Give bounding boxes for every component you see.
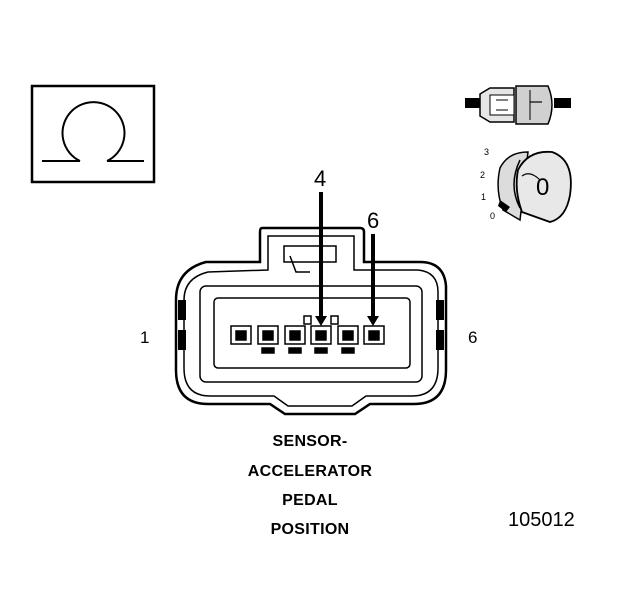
omega-icon bbox=[30, 84, 156, 184]
terminal-2 bbox=[257, 325, 279, 354]
housing-ribs bbox=[178, 300, 444, 350]
dial-lock-label: 0 bbox=[536, 174, 550, 201]
callout-line-4 bbox=[315, 192, 327, 326]
terminal-1 bbox=[230, 325, 252, 345]
terminal-3 bbox=[284, 325, 306, 354]
terminal-5 bbox=[337, 325, 359, 354]
dial-position-0: 0 bbox=[490, 211, 496, 221]
caption-line-4: POSITION bbox=[270, 521, 350, 538]
figure-number: 105012 bbox=[508, 509, 575, 531]
terminal-cavities bbox=[230, 315, 385, 354]
terminal-6 bbox=[363, 325, 385, 345]
connector-side-icon bbox=[465, 85, 571, 125]
end-label-right: 6 bbox=[468, 328, 478, 347]
callout-line-6 bbox=[367, 234, 379, 326]
callout-label-6: 6 bbox=[367, 208, 380, 233]
end-label-left: 1 bbox=[140, 328, 150, 347]
connector-housing bbox=[174, 226, 448, 416]
dial-position-2: 2 bbox=[480, 170, 486, 180]
lock-dial-icon bbox=[497, 150, 572, 223]
callout-label-4: 4 bbox=[314, 166, 327, 191]
dial-position-1: 1 bbox=[481, 192, 487, 202]
dial-position-3: 3 bbox=[484, 147, 490, 157]
caption-line-1: SENSOR- bbox=[272, 433, 348, 450]
terminal-4 bbox=[310, 325, 332, 354]
caption-line-3: PEDAL bbox=[282, 492, 338, 509]
caption-line-2: ACCELERATOR bbox=[247, 463, 373, 480]
